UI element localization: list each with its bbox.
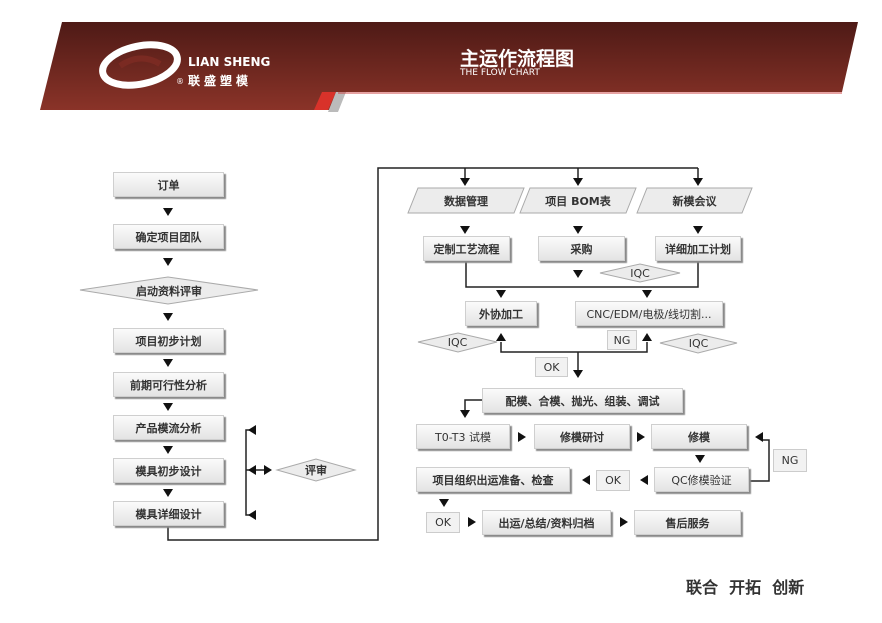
step-modify: 修模 bbox=[651, 424, 747, 449]
arrow-down bbox=[460, 226, 470, 234]
page-title: 主运作流程图 bbox=[460, 48, 575, 70]
step-feasibility: 前期可行性分析 bbox=[113, 372, 224, 397]
step-modify-discuss: 修模研讨 bbox=[534, 424, 630, 449]
brand-cn: 联盛塑模 bbox=[188, 74, 253, 88]
step-ship: 出运/总结/资料归档 bbox=[482, 510, 611, 535]
arrow-left bbox=[248, 465, 256, 475]
arrow-right bbox=[637, 432, 645, 442]
registered-mark: ® bbox=[176, 77, 184, 86]
step-ship-prep: 项目组织出运准备、检查 bbox=[416, 467, 570, 492]
arrow-right bbox=[518, 432, 526, 442]
arrow-left bbox=[248, 425, 256, 435]
ok-label: OK bbox=[426, 512, 460, 533]
arrow-down bbox=[496, 290, 506, 298]
arrow-down bbox=[163, 359, 173, 367]
step-detail-design: 模具详细设计 bbox=[113, 501, 224, 526]
arrow-down bbox=[460, 410, 470, 418]
step-machining-plan: 详细加工计划 bbox=[655, 236, 741, 261]
diamond-shape bbox=[599, 263, 681, 283]
step-order: 订单 bbox=[113, 172, 224, 197]
step-bom: 项目 BOM表 bbox=[545, 194, 611, 208]
step-cnc: CNC/EDM/电极/线切割... bbox=[575, 301, 723, 326]
step-outsource: 外协加工 bbox=[465, 301, 537, 326]
arrow-down bbox=[460, 178, 470, 186]
arrow-down bbox=[163, 208, 173, 216]
arrow-up bbox=[496, 333, 506, 341]
step-kickoff-meeting: 新模会议 bbox=[672, 194, 717, 208]
step-fitting: 配模、合模、抛光、组装、调试 bbox=[482, 388, 683, 413]
arrow-down bbox=[573, 226, 583, 234]
step-process: 定制工艺流程 bbox=[423, 236, 510, 261]
diamond-shape bbox=[275, 458, 357, 482]
arrow-left bbox=[582, 475, 590, 485]
parallelogram-shape bbox=[407, 187, 525, 214]
ok-label: OK bbox=[535, 357, 568, 377]
arrow-down bbox=[573, 270, 583, 278]
footer-slogan: 联合 开拓 创新 bbox=[686, 578, 805, 597]
decision-data-review: 启动资料评审 bbox=[136, 284, 202, 298]
diamond-shape bbox=[659, 333, 738, 354]
iqc-check: IQC bbox=[688, 337, 709, 350]
parallelogram-shape bbox=[519, 187, 637, 214]
page-subtitle: THE FLOW CHART bbox=[460, 68, 540, 78]
logo-icon bbox=[99, 41, 181, 89]
parallelogram-shape bbox=[636, 187, 753, 214]
arrow-down bbox=[693, 178, 703, 186]
arrow-up bbox=[642, 333, 652, 341]
ng-label: NG bbox=[607, 330, 637, 350]
ng-label: NG bbox=[773, 449, 807, 472]
arrow-down bbox=[695, 455, 705, 463]
diamond-shape bbox=[79, 276, 259, 305]
step-prelim-design: 模具初步设计 bbox=[113, 458, 224, 483]
arrow-down bbox=[163, 446, 173, 454]
header-band bbox=[40, 22, 858, 112]
iqc-check: IQC bbox=[630, 266, 650, 280]
step-after-sales: 售后服务 bbox=[634, 510, 741, 535]
step-initial-plan: 项目初步计划 bbox=[113, 328, 224, 353]
arrow-down bbox=[573, 370, 583, 378]
arrow-right bbox=[468, 517, 476, 527]
step-qc-verify: QC修模验证 bbox=[654, 467, 749, 492]
arrow-down bbox=[163, 489, 173, 497]
ok-label: OK bbox=[596, 470, 630, 491]
brand-en: LIAN SHENG bbox=[188, 55, 271, 69]
diamond-shape bbox=[417, 332, 498, 353]
arrow-right bbox=[620, 517, 628, 527]
arrow-down bbox=[163, 403, 173, 411]
arrow-left bbox=[640, 475, 648, 485]
step-purchase: 采购 bbox=[538, 236, 625, 261]
arrow-down bbox=[693, 226, 703, 234]
arrow-right bbox=[264, 465, 272, 475]
step-team: 确定项目团队 bbox=[113, 224, 224, 249]
decision-review: 评审 bbox=[305, 464, 327, 477]
arrow-down bbox=[163, 258, 173, 266]
arrow-left bbox=[248, 510, 256, 520]
arrow-down bbox=[573, 178, 583, 186]
arrow-down bbox=[163, 313, 173, 321]
step-trial: T0-T3 试模 bbox=[416, 424, 510, 449]
arrow-down bbox=[642, 290, 652, 298]
iqc-check: IQC bbox=[447, 336, 468, 349]
arrow-left bbox=[755, 432, 763, 442]
step-data-management: 数据管理 bbox=[444, 194, 488, 208]
arrow-down bbox=[439, 499, 449, 507]
step-moldflow: 产品模流分析 bbox=[113, 415, 224, 440]
